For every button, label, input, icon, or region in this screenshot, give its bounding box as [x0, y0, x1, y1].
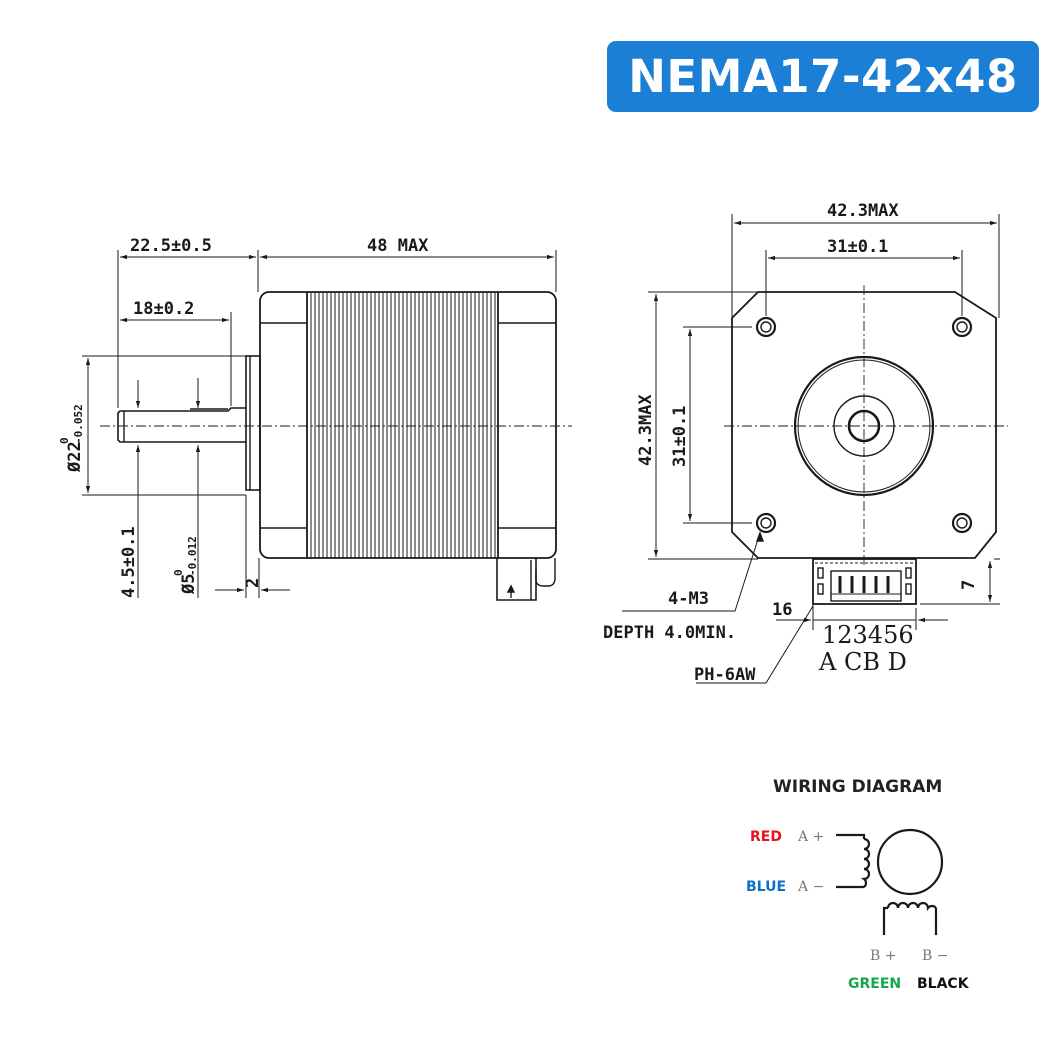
dim-body-length: 48 MAX	[367, 236, 429, 256]
wire-label-black: BLACK	[917, 976, 970, 992]
svg-text:7: 7	[959, 580, 979, 590]
wire-label-red: RED	[750, 829, 782, 845]
wiring-diagram: WIRING DIAGRAM RED A + BLUE A − B + B − …	[746, 777, 970, 992]
model-title-badge: NEMA17-42x48	[607, 41, 1039, 112]
rotor-symbol	[876, 828, 944, 896]
svg-text:0: 0	[172, 569, 185, 576]
wiring-diagram-title: WIRING DIAGRAM	[773, 777, 942, 797]
note-connector-type: PH-6AW	[694, 665, 756, 685]
side-view	[82, 250, 572, 601]
dim-hole-spacing-h: 31±0.1	[827, 237, 888, 257]
svg-text:-0.052: -0.052	[72, 404, 85, 444]
note-pin-numbers: 123456	[822, 621, 914, 649]
mount-hole-br	[951, 512, 973, 534]
note-hole-depth: DEPTH 4.0MIN.	[603, 623, 736, 643]
svg-text:0: 0	[58, 437, 71, 444]
svg-text:42.3MAX: 42.3MAX	[636, 394, 656, 466]
mount-hole-tr	[951, 316, 973, 338]
dim-connector-height: 7	[959, 580, 979, 590]
wire-label-green: GREEN	[848, 976, 901, 992]
mount-hole-bl	[755, 512, 777, 534]
svg-text:4.5±0.1: 4.5±0.1	[119, 526, 139, 598]
svg-text:31±0.1: 31±0.1	[670, 406, 690, 467]
note-mount-holes: 4-M3	[668, 589, 709, 609]
wire-label-blue: BLUE	[746, 879, 786, 895]
coil-b	[882, 901, 938, 935]
dim-boss-diameter: Ø22 0 -0.052	[58, 404, 85, 473]
model-title: NEMA17-42x48	[628, 50, 1018, 103]
front-view	[622, 214, 1008, 684]
dim-front-height: 42.3MAX	[636, 394, 656, 466]
pin-label-a-plus: A +	[797, 829, 824, 845]
dim-shaft-length: 18±0.2	[133, 299, 194, 319]
svg-text:2: 2	[243, 578, 263, 588]
dim-front-width: 42.3MAX	[827, 201, 899, 221]
svg-text:Ø22: Ø22	[65, 441, 85, 473]
pin-label-a-minus: A −	[797, 879, 824, 895]
stator-fins	[306, 292, 499, 558]
coil-a	[836, 833, 871, 889]
dim-shaft-diameter: Ø5 0 -0.012	[172, 536, 199, 595]
note-pin-phases: A CB D	[818, 648, 907, 676]
pin-label-b-minus: B −	[922, 948, 948, 964]
dim-hole-spacing-v: 31±0.1	[670, 406, 690, 467]
dim-connector-width: 16	[772, 600, 792, 620]
connector-ph6	[812, 558, 917, 605]
svg-text:Ø5: Ø5	[179, 574, 199, 595]
dim-shaft-total: 22.5±0.5	[130, 236, 212, 256]
dim-boss-height: 2	[243, 578, 263, 588]
dim-flat-depth: 4.5±0.1	[119, 526, 139, 598]
pin-label-b-plus: B +	[870, 948, 896, 964]
mount-hole-tl	[755, 316, 777, 338]
svg-text:-0.012: -0.012	[186, 536, 199, 576]
